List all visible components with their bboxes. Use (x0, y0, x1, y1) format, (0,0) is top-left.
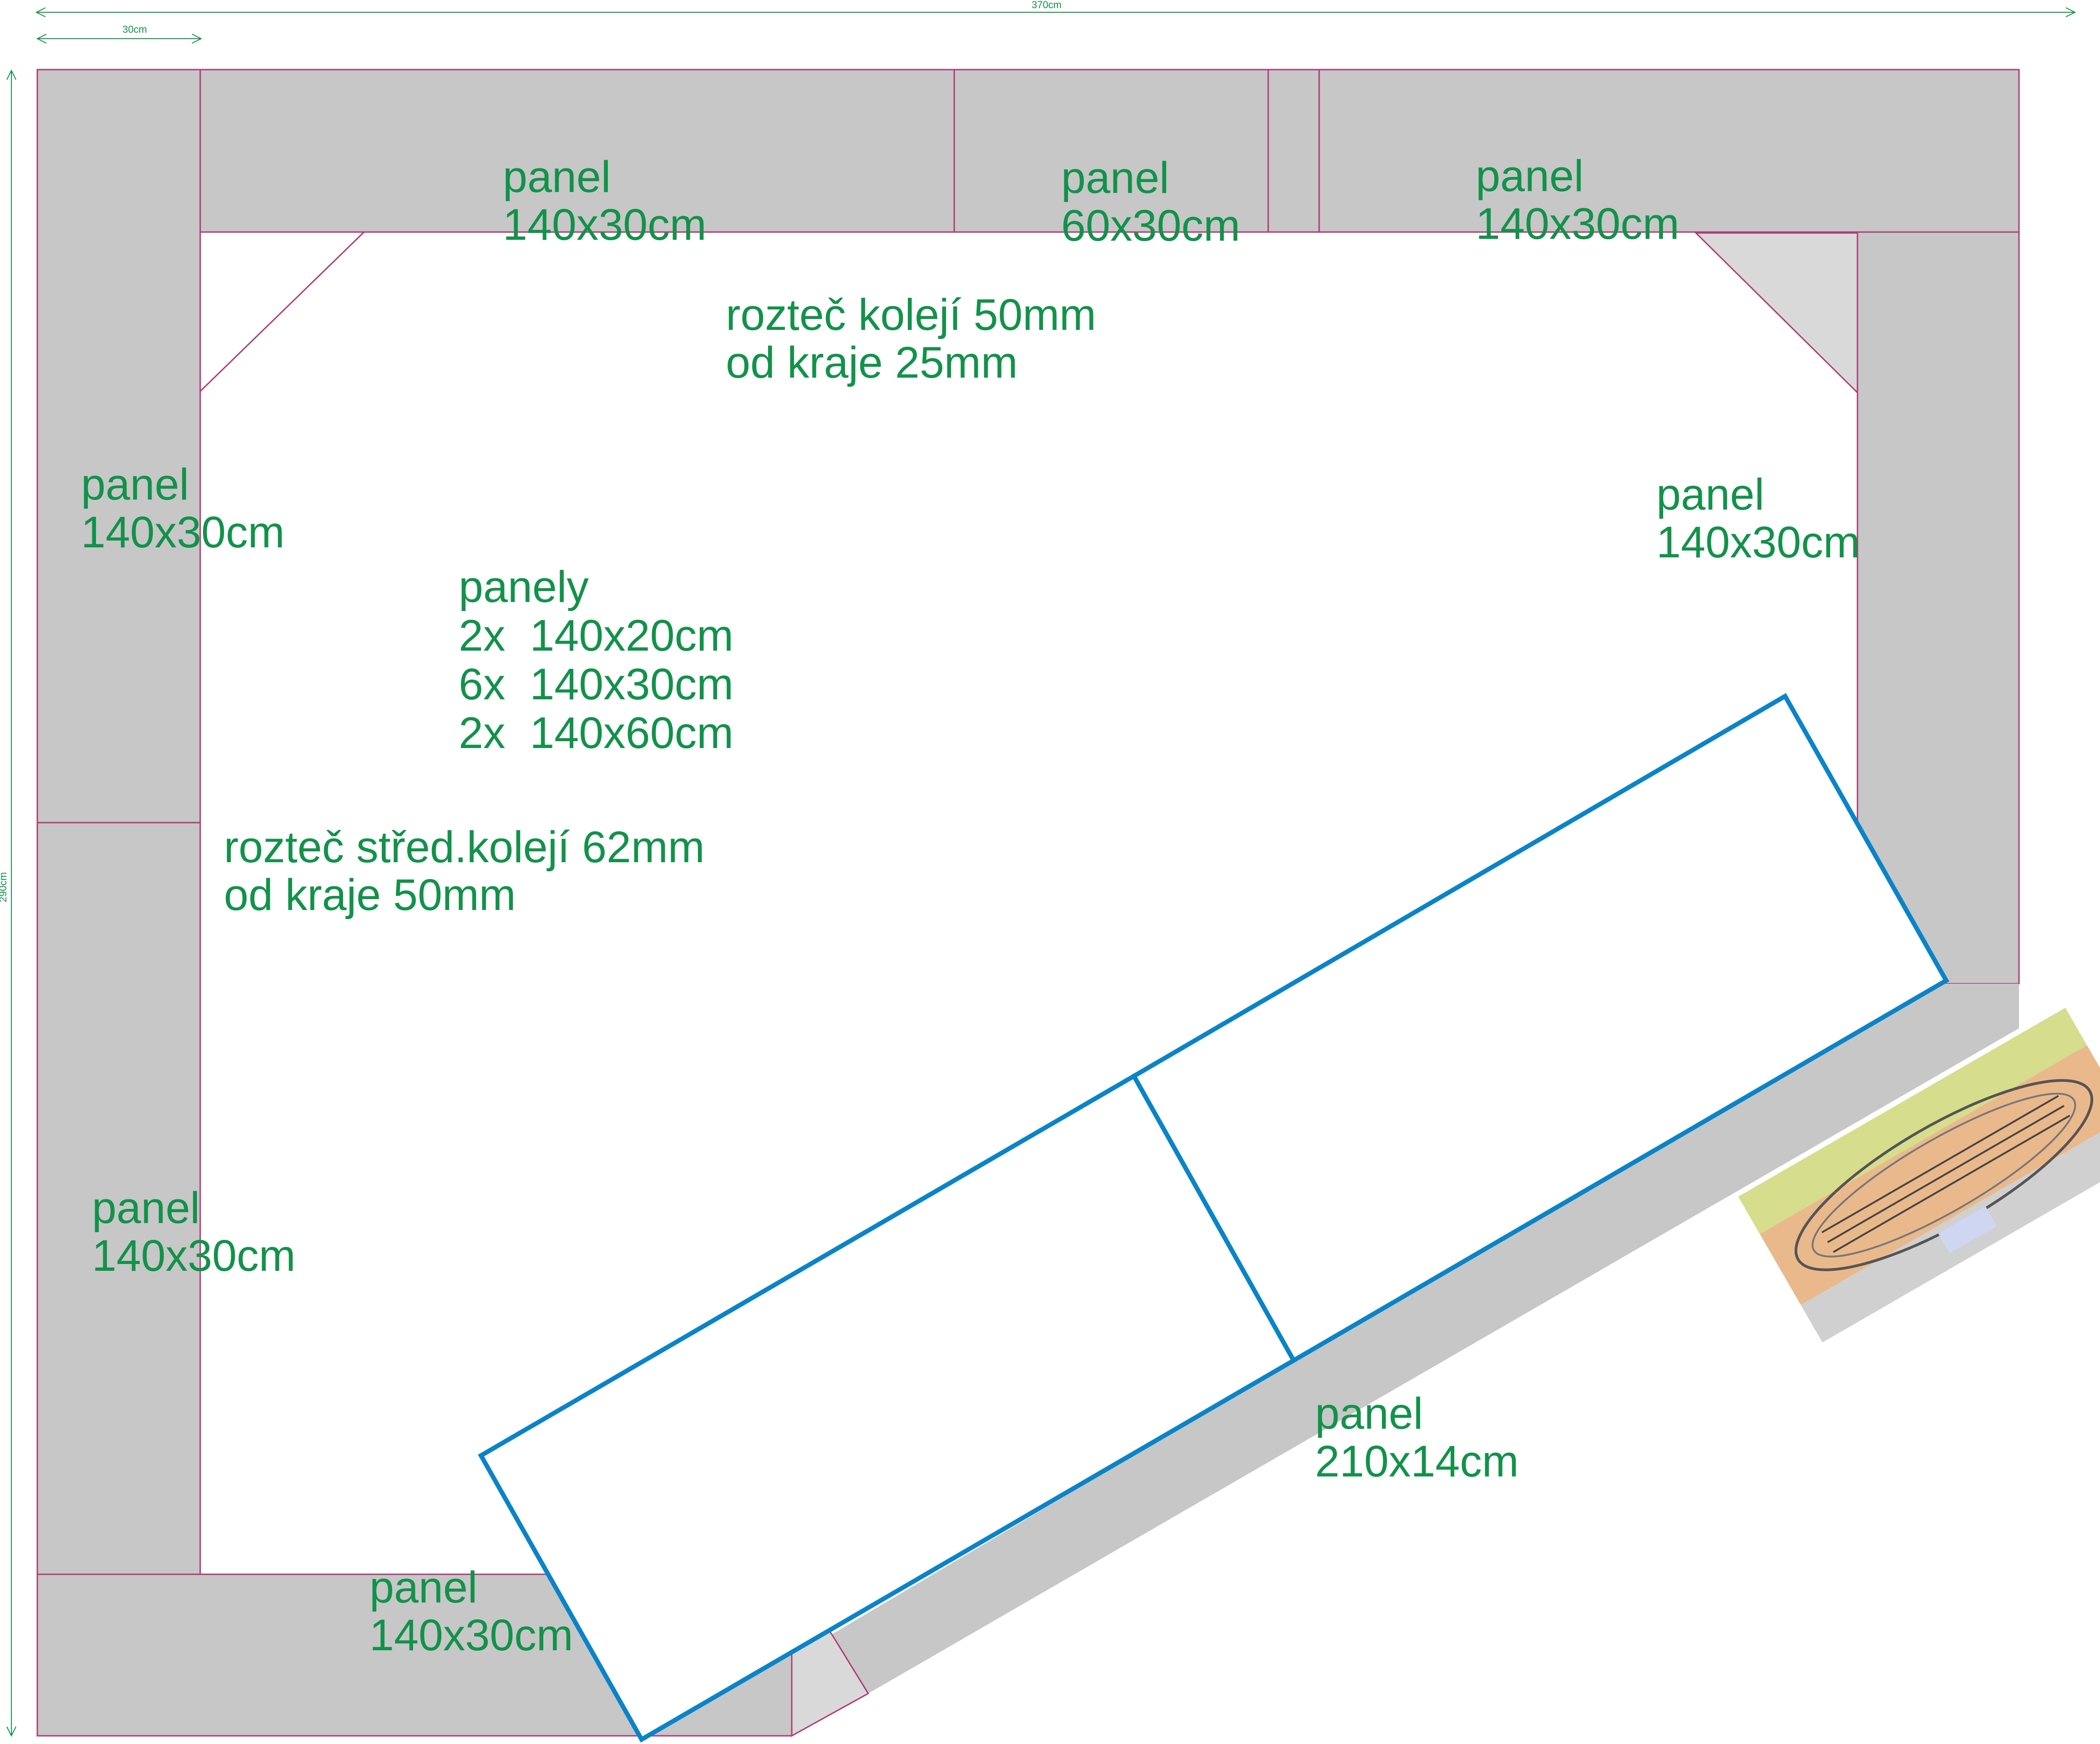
track-station-2 (1827, 1105, 2065, 1243)
left-upper-panel-name: panel (81, 460, 189, 509)
left-lower-panel-size: 140x30cm (92, 1231, 296, 1280)
diagonal-panel-size: 210x14cm (1315, 1436, 1519, 1486)
bottom-panel-name: panel (369, 1562, 477, 1612)
top-right-panel-size: 140x30cm (1476, 199, 1680, 248)
height-arrow-bottom (6, 1726, 16, 1737)
panel-labels: panel 140x30cm panel 60x30cm panel 140x3… (81, 151, 1860, 1660)
left-lower-panel (36, 822, 201, 1575)
height-arrow-top (6, 69, 16, 80)
track-station-3 (1832, 1115, 2070, 1253)
depth-arrow-left (36, 34, 47, 44)
top-right-panel (1318, 69, 2020, 233)
track-plan-legend (1938, 1206, 1997, 1254)
panel-list-line-3: 2x 140x60cm (459, 708, 734, 758)
height-dimension-label: 290cm (0, 872, 9, 902)
bottom-panel-size: 140x30cm (369, 1610, 573, 1660)
top-left-panel-name: panel (503, 152, 611, 202)
table-right-outline (1131, 693, 1949, 1364)
panel-list-line-1: 2x 140x20cm (459, 611, 734, 660)
left-upper-panel (36, 69, 201, 824)
panel-list-line-2: 6x 140x30cm (459, 659, 734, 709)
right-panel-name: panel (1656, 470, 1764, 519)
right-panel-size: 140x30cm (1656, 517, 1860, 567)
top-middle-panel (953, 69, 1269, 233)
left-upper-panel-size: 140x30cm (81, 507, 285, 557)
top-right-panel-name: panel (1476, 151, 1584, 201)
width-arrow-left (35, 7, 46, 17)
track-spacing-note-line-1: rozteč kolejí 50mm (726, 290, 1096, 339)
depth-arrow-right (192, 34, 202, 44)
right-panel (1857, 231, 2020, 985)
width-arrow-right (2065, 7, 2076, 17)
track-spacing-note-line-2: od kraje 25mm (726, 338, 1018, 387)
depth-dimension-label: 30cm (122, 24, 147, 35)
top-middle-panel-name: panel (1061, 153, 1169, 202)
track-plan-image (1738, 1008, 2100, 1343)
diagonal-panel-name: panel (1315, 1389, 1423, 1438)
center-spacing-note-line-1: rozteč střed.kolejí 62mm (224, 822, 705, 872)
top-left-panel (199, 69, 955, 233)
top-left-panel-size: 140x30cm (503, 200, 707, 249)
notes: rozteč kolejí 50mm od kraje 25mm panely … (224, 290, 1096, 920)
top-middle-panel-size: 60x30cm (1061, 201, 1240, 250)
track-station-1 (1821, 1095, 2059, 1233)
top-joint-panel (1267, 69, 1320, 233)
diagonal-panel (832, 984, 2019, 1693)
top-left-corner-triangle (199, 231, 366, 393)
width-dimension-label: 370cm (1032, 0, 1062, 10)
track-plan-green-strip (1738, 1008, 2087, 1234)
panels (36, 69, 2020, 1737)
table-outlines (478, 693, 1949, 1743)
center-spacing-note-line-2: od kraje 50mm (224, 870, 516, 920)
panel-list-title: panely (459, 562, 589, 612)
top-right-corner-triangle (1694, 232, 1858, 394)
left-lower-panel-name: panel (92, 1183, 200, 1233)
track-inner-loop (1812, 1092, 2076, 1258)
